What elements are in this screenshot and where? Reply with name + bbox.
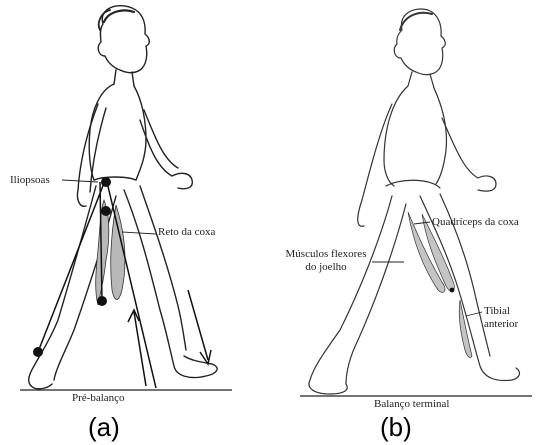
label-flexores-line1: Músculos flexores [280,248,372,261]
leader-iliopsoas [62,180,98,182]
leader-quadriceps [414,222,430,224]
muscle-bundles-b [408,212,472,358]
label-reto-da-coxa: Reto da coxa [158,226,215,239]
walking-boy-figure-a [29,6,217,389]
label-quadriceps: Quadríceps da coxa [432,216,519,229]
caption-b: (b) [380,412,412,443]
label-tibial-line1: Tibial [484,305,510,318]
attachment-dots-b [450,288,455,293]
label-flexores-line2: do joelho [280,261,372,274]
label-tibial-line2: anterior [484,318,518,331]
phase-label-b: Balanço terminal [374,398,449,411]
phase-label-a: Pré-balanço [72,392,125,405]
caption-a: (a) [88,412,120,443]
label-iliopsoas: Iliopsoas [10,174,50,187]
walking-boy-figure-b [309,9,520,394]
